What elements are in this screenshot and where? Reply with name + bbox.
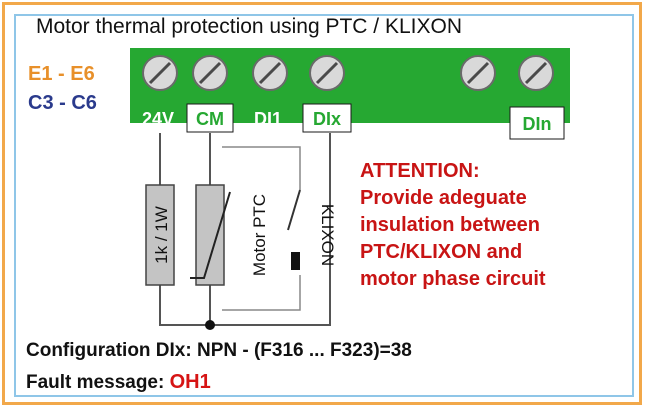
screw-terminal-2	[192, 55, 228, 91]
terminal-label-di1: DI1	[254, 109, 282, 129]
attention-line-1: ATTENTION:	[360, 160, 480, 182]
wiring	[159, 133, 331, 326]
attention-note: ATTENTION: Provide adeguate insulation b…	[360, 158, 546, 293]
klixon-label: KLIXON	[318, 204, 337, 266]
ptc-thermistor	[195, 184, 225, 286]
junction-dot	[205, 320, 215, 330]
resistor-label: 1k / 1W	[152, 206, 171, 264]
attention-line-5: motor phase circuit	[360, 268, 546, 290]
attention-line-2: Provide adeguate	[360, 187, 527, 209]
klixon-contact	[291, 252, 300, 270]
terminal-label-24v: 24V	[142, 109, 174, 129]
screw-terminal-1	[142, 55, 178, 91]
attention-line-3: insulation between	[360, 214, 541, 236]
outer-frame	[2, 2, 642, 405]
attention-line-4: PTC/KLIXON and	[360, 241, 523, 263]
fault-message: Fault message: OH1	[26, 371, 211, 394]
screw-terminal-3	[252, 55, 288, 91]
screw-terminal-6	[518, 55, 554, 91]
fault-prefix: Fault message:	[26, 372, 165, 393]
terminal-label-din: DIn	[523, 114, 552, 134]
series-label-c: C3 - C6	[28, 92, 97, 114]
series-label-e: E1 - E6	[28, 63, 95, 85]
ptc-symbol-line	[190, 191, 231, 279]
terminal-label-cm: CM	[196, 109, 224, 129]
screw-terminal-5	[460, 55, 496, 91]
inner-frame	[14, 14, 634, 397]
fault-code: OH1	[169, 371, 211, 393]
diagram-title: Motor thermal protection using PTC / KLI…	[36, 15, 462, 38]
terminal-label-dix: DIx	[313, 109, 341, 129]
screw-terminal-4	[309, 55, 345, 91]
ptc-label: Motor PTC	[250, 194, 269, 276]
resistor	[145, 184, 175, 286]
klixon-link-bottom	[222, 275, 301, 311]
configuration-text: Configuration DIx: NPN - (F316 ... F323)…	[26, 340, 412, 361]
klixon-link-top	[222, 146, 301, 190]
klixon-switch-blade	[287, 189, 301, 231]
